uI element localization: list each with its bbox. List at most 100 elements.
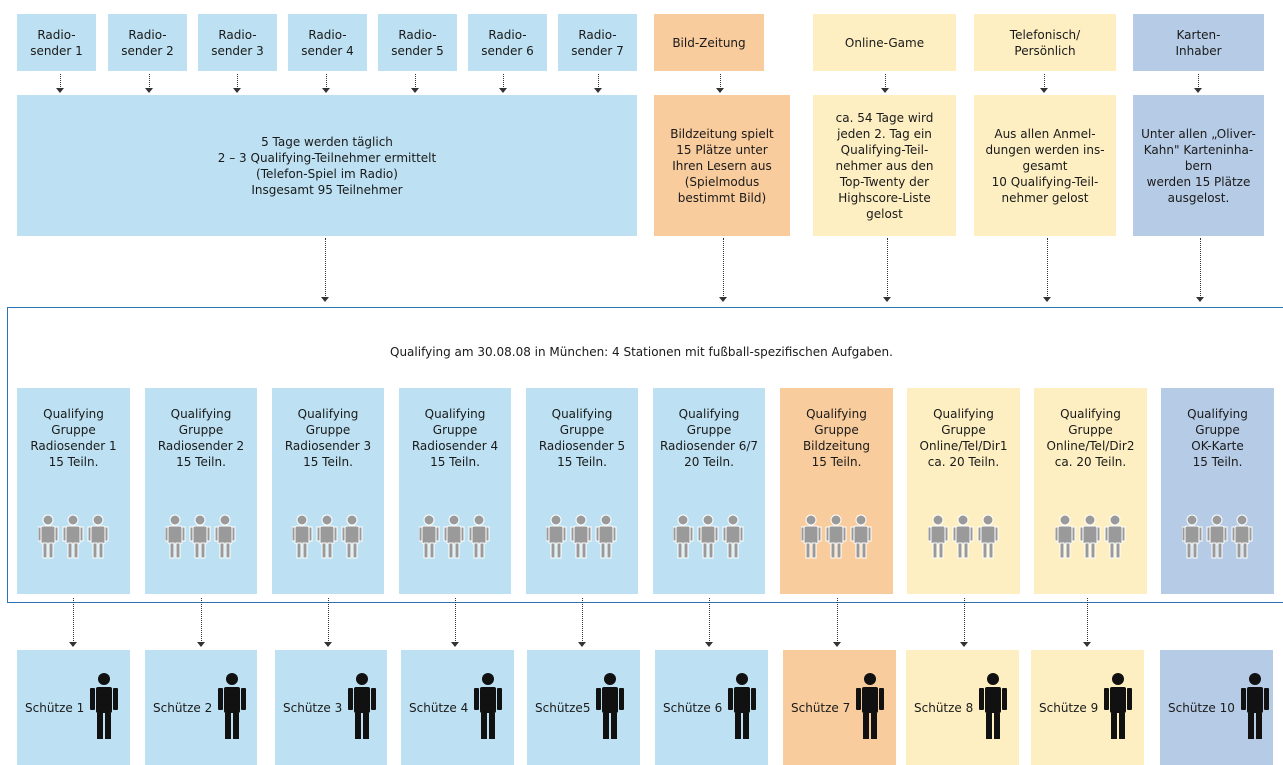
group-label: Qualifying Gruppe Online/Tel/Dir2 ca. 20… <box>1046 407 1135 469</box>
source-radiosender-3: Radio- sender 3 <box>198 14 277 71</box>
people-group-icon <box>545 514 618 566</box>
shooter-label: Schütze 8 <box>914 700 974 715</box>
person-icon <box>474 672 503 743</box>
source-online-game: Online-Game <box>813 14 956 71</box>
people-group-icon <box>800 514 873 566</box>
group-ok-karte: Qualifying Gruppe OK-Karte 15 Teiln. <box>1161 388 1274 594</box>
people-group-icon <box>927 514 1000 566</box>
arrow-down-icon <box>145 74 154 93</box>
mode-karteninhaber: Unter allen „Oliver- Kahn" Karteninha- b… <box>1133 95 1264 236</box>
arrow-down-icon <box>1196 238 1205 302</box>
mode-radio: 5 Tage werden täglich 2 – 3 Qualifying-T… <box>17 95 637 236</box>
shooter-label: Schütze 4 <box>409 700 469 715</box>
person-icon <box>728 672 757 743</box>
group-radiosender-4: Qualifying Gruppe Radiosender 4 15 Teiln… <box>399 388 511 594</box>
source-telefonisch-persoenlich: Telefonisch/ Persönlich <box>974 14 1116 71</box>
people-group-icon <box>291 514 364 566</box>
group-bildzeitung: Qualifying Gruppe Bildzeitung 15 Teiln. <box>780 388 893 594</box>
arrow-down-icon <box>56 74 65 93</box>
shooter-label: Schütze 2 <box>153 700 213 715</box>
shooter-3: Schütze 3 <box>275 650 387 765</box>
arrow-down-icon <box>1043 238 1052 302</box>
shooter-label: Schütze 7 <box>791 700 851 715</box>
mode-bildzeitung: Bildzeitung spielt 15 Plätze unter Ihren… <box>654 95 790 236</box>
qualifying-title: Qualifying am 30.08.08 in München: 4 Sta… <box>390 345 893 359</box>
arrow-down-icon <box>322 74 331 93</box>
arrow-down-icon <box>1040 74 1049 93</box>
group-label: Qualifying Gruppe OK-Karte 15 Teiln. <box>1187 407 1248 469</box>
people-group-icon <box>418 514 491 566</box>
source-bild-zeitung: Bild-Zeitung <box>654 14 764 71</box>
shooter-label: Schütze 9 <box>1039 700 1099 715</box>
person-icon <box>1104 672 1133 743</box>
person-icon <box>979 672 1008 743</box>
shooter-10: Schütze 10 <box>1160 650 1273 765</box>
shooter-4: Schütze 4 <box>401 650 514 765</box>
shooter-2: Schütze 2 <box>145 650 257 765</box>
shooter-6: Schütze 6 <box>655 650 768 765</box>
arrow-down-icon <box>233 74 242 93</box>
group-label: Qualifying Gruppe Radiosender 2 15 Teiln… <box>157 407 245 469</box>
group-label: Qualifying Gruppe Radiosender 6/7 20 Tei… <box>659 407 759 469</box>
shooter-label: Schütze 10 <box>1168 700 1235 715</box>
group-radiosender-2: Qualifying Gruppe Radiosender 2 15 Teiln… <box>145 388 257 594</box>
group-label: Qualifying Gruppe Radiosender 1 15 Teiln… <box>30 407 117 469</box>
people-group-icon <box>164 514 237 566</box>
arrow-down-icon <box>960 598 969 647</box>
people-group-icon <box>1054 514 1127 566</box>
arrow-down-icon <box>321 238 330 302</box>
group-radiosender-3: Qualifying Gruppe Radiosender 3 15 Teiln… <box>272 388 384 594</box>
group-label: Qualifying Gruppe Radiosender 4 15 Teiln… <box>411 407 499 469</box>
people-group-icon <box>37 514 110 566</box>
arrow-down-icon <box>324 598 333 647</box>
shooter-label: Schütze5 <box>535 700 591 715</box>
person-icon <box>1240 672 1269 743</box>
source-karten-inhaber: Karten- Inhaber <box>1133 14 1264 71</box>
arrow-down-icon <box>578 598 587 647</box>
shooter-9: Schütze 9 <box>1031 650 1144 765</box>
qualifying-frame <box>7 307 1283 603</box>
mode-telefonisch: Aus allen Anmel- dungen werden ins- gesa… <box>974 95 1116 236</box>
person-icon <box>90 672 119 743</box>
group-radiosender-6-7: Qualifying Gruppe Radiosender 6/7 20 Tei… <box>653 388 765 594</box>
group-online-tel-dir2: Qualifying Gruppe Online/Tel/Dir2 ca. 20… <box>1034 388 1147 594</box>
group-radiosender-5: Qualifying Gruppe Radiosender 5 15 Teiln… <box>526 388 638 594</box>
group-label: Qualifying Gruppe Radiosender 3 15 Teiln… <box>284 407 372 469</box>
arrow-down-icon <box>716 74 725 93</box>
source-radiosender-4: Radio- sender 4 <box>288 14 367 71</box>
arrow-down-icon <box>719 238 728 302</box>
person-icon <box>348 672 377 743</box>
shooter-label: Schütze 1 <box>25 700 85 715</box>
shooter-1: Schütze 1 <box>17 650 130 765</box>
people-group-icon <box>672 514 745 566</box>
person-icon <box>856 672 885 743</box>
group-label: Qualifying Gruppe Radiosender 5 15 Teiln… <box>538 407 626 469</box>
arrow-down-icon <box>69 598 78 647</box>
shooter-5: Schütze5 <box>527 650 640 765</box>
arrow-down-icon <box>883 238 892 302</box>
arrow-down-icon <box>881 74 890 93</box>
person-icon <box>596 672 625 743</box>
arrow-down-icon <box>594 74 603 93</box>
shooter-label: Schütze 6 <box>663 700 723 715</box>
source-radiosender-1: Radio- sender 1 <box>17 14 96 71</box>
shooter-label: Schütze 3 <box>283 700 343 715</box>
arrow-down-icon <box>1194 74 1203 93</box>
arrow-down-icon <box>197 598 206 647</box>
group-online-tel-dir1: Qualifying Gruppe Online/Tel/Dir1 ca. 20… <box>907 388 1020 594</box>
shooter-7: Schütze 7 <box>783 650 896 765</box>
group-label: Qualifying Gruppe Online/Tel/Dir1 ca. 20… <box>919 407 1008 469</box>
group-radiosender-1: Qualifying Gruppe Radiosender 1 15 Teiln… <box>17 388 130 594</box>
arrow-down-icon <box>411 74 420 93</box>
mode-online-game: ca. 54 Tage wird jeden 2. Tag ein Qualif… <box>813 95 956 236</box>
shooter-8: Schütze 8 <box>906 650 1019 765</box>
source-radiosender-6: Radio- sender 6 <box>468 14 547 71</box>
arrow-down-icon <box>1083 598 1092 647</box>
arrow-down-icon <box>833 598 842 647</box>
arrow-down-icon <box>499 74 508 93</box>
source-radiosender-2: Radio- sender 2 <box>108 14 187 71</box>
source-radiosender-5: Radio- sender 5 <box>378 14 457 71</box>
group-label: Qualifying Gruppe Bildzeitung 15 Teiln. <box>802 407 871 469</box>
arrow-down-icon <box>705 598 714 647</box>
person-icon <box>218 672 247 743</box>
